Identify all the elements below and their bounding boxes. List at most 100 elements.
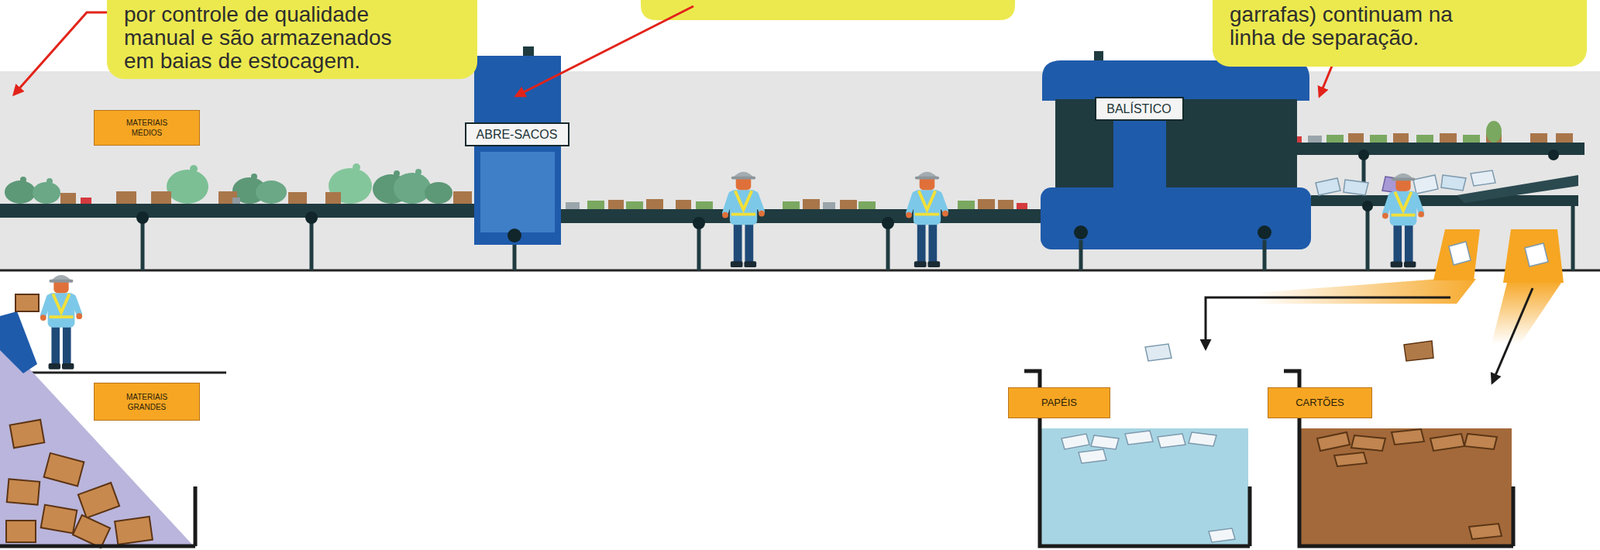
large-material-bay bbox=[6, 520, 36, 543]
waste-item bbox=[80, 197, 92, 204]
waste-item bbox=[977, 199, 995, 210]
conveyor-belt bbox=[305, 211, 318, 224]
conveyor-belt bbox=[1548, 149, 1559, 161]
worker-figure bbox=[1382, 173, 1425, 269]
large-material-bay bbox=[15, 294, 39, 312]
machine-label: BALÍSTICO bbox=[1106, 101, 1172, 117]
storage-bin bbox=[1351, 435, 1386, 451]
waste-bag bbox=[424, 182, 453, 204]
waste-item bbox=[1416, 134, 1434, 143]
conveyor-belt bbox=[692, 216, 706, 230]
storage-bin bbox=[1430, 433, 1465, 451]
worker-figure bbox=[40, 172, 1425, 370]
large-material-bay bbox=[0, 294, 227, 548]
worker-figure bbox=[905, 172, 949, 268]
waste-item bbox=[822, 202, 836, 210]
conveyor-belt bbox=[1310, 195, 1579, 207]
storage-bin bbox=[1040, 428, 1249, 545]
callout-box: por controle de qualidade manual e são a… bbox=[106, 0, 478, 80]
tag-label: CARTÕES bbox=[1295, 396, 1345, 410]
leader-arrow bbox=[13, 12, 107, 95]
machine-plate: ABRE-SACOS bbox=[464, 122, 570, 147]
waste-bag bbox=[46, 178, 53, 185]
conveyor-belt bbox=[136, 211, 149, 224]
storage-bin bbox=[1208, 528, 1236, 543]
waste-item bbox=[116, 191, 137, 204]
waste-bag bbox=[32, 182, 61, 204]
callout-box: garrafas) continuam na linha de separaçã… bbox=[1212, 0, 1587, 67]
waste-item bbox=[626, 201, 644, 210]
conveyor-belt bbox=[309, 217, 314, 271]
bag-opener-machine bbox=[512, 244, 517, 271]
waste-item bbox=[1486, 120, 1502, 143]
waste-item bbox=[646, 199, 664, 210]
waste-item bbox=[1307, 135, 1322, 143]
bag-opener-machine bbox=[474, 55, 561, 245]
bag-opener-machine bbox=[523, 46, 534, 58]
worker-figure bbox=[40, 275, 83, 370]
callout-shape bbox=[640, 0, 1016, 21]
large-material-bay bbox=[78, 482, 120, 518]
ballistic-separator bbox=[1073, 225, 1088, 240]
paper-item bbox=[1441, 175, 1466, 191]
waste-item bbox=[1530, 133, 1548, 143]
storage-bin bbox=[1078, 449, 1107, 464]
bag-opener-machine bbox=[480, 151, 555, 233]
waste-bag bbox=[4, 163, 453, 204]
bay-tag: MATERIAIS GRANDES bbox=[93, 382, 200, 421]
storage-bin bbox=[1157, 433, 1186, 448]
waste-item bbox=[858, 201, 876, 210]
waste-item bbox=[957, 200, 975, 210]
conveyor-belt bbox=[1571, 206, 1576, 271]
waste-item bbox=[695, 201, 713, 210]
hall-wall bbox=[0, 71, 1600, 271]
paper-item bbox=[1470, 170, 1496, 186]
storage-bin bbox=[1464, 433, 1497, 450]
waste-bag bbox=[393, 172, 431, 204]
waste-bag bbox=[352, 163, 361, 172]
ballistic-separator bbox=[1257, 225, 1272, 240]
machine-label: ABRE-SACOS bbox=[476, 127, 558, 142]
waste-bag bbox=[166, 169, 209, 204]
waste-item bbox=[60, 120, 1573, 210]
waste-item bbox=[453, 191, 472, 204]
conveyor-belt bbox=[697, 223, 702, 271]
paper-item bbox=[1315, 178, 1341, 196]
large-material-bay bbox=[44, 453, 85, 487]
waste-bag bbox=[20, 176, 27, 183]
waste-item bbox=[288, 192, 307, 204]
conveyor-belt bbox=[1362, 200, 1373, 212]
sorting-chute bbox=[1491, 282, 1562, 345]
waste-bag bbox=[4, 180, 36, 204]
bin-tag: PAPÉIS bbox=[1008, 387, 1111, 419]
floor-line bbox=[0, 269, 1600, 272]
ballistic-separator bbox=[1094, 51, 1104, 61]
ballistic-separator bbox=[1113, 120, 1167, 196]
ballistic-separator bbox=[1079, 240, 1084, 271]
machine-plate: BALÍSTICO bbox=[1094, 96, 1184, 121]
waste-item bbox=[151, 191, 172, 204]
waste-item bbox=[325, 192, 341, 204]
large-material-bay bbox=[72, 515, 111, 548]
waste-bag bbox=[393, 170, 400, 177]
conveyor-belt bbox=[881, 216, 895, 230]
bag-opener-machine bbox=[507, 228, 522, 243]
waste-bag bbox=[251, 173, 258, 180]
callout-text: por controle de qualidade manual e são a… bbox=[123, 3, 411, 73]
waste-item bbox=[839, 199, 857, 210]
storage-bin bbox=[1188, 432, 1217, 447]
sorting-chute bbox=[1255, 278, 1477, 304]
flow-arrow bbox=[1492, 288, 1533, 383]
callout-shape bbox=[640, 0, 1016, 21]
flow-arrow bbox=[1145, 288, 1533, 383]
bin-tag: CARTÕES bbox=[1267, 387, 1373, 419]
conveyor-belt bbox=[886, 223, 891, 271]
conveyor-belt bbox=[0, 203, 475, 218]
flow-arrow bbox=[1205, 297, 1451, 349]
waste-item bbox=[1369, 134, 1387, 143]
large-material-bay bbox=[0, 311, 38, 374]
storage-bin bbox=[1469, 523, 1502, 540]
